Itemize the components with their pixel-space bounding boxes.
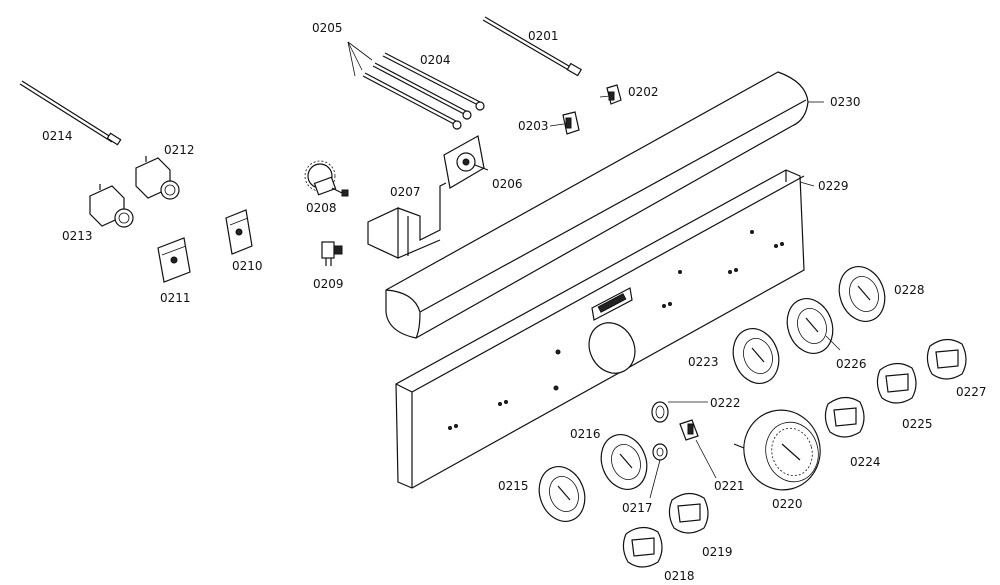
part-0201-rod bbox=[482, 16, 583, 77]
label-0223: 0223 bbox=[688, 355, 719, 369]
label-0202: 0202 bbox=[628, 85, 659, 99]
label-0206: 0206 bbox=[492, 177, 523, 191]
label-0204: 0204 bbox=[420, 53, 451, 67]
part-0218-pointer-knob bbox=[622, 526, 663, 568]
part-0213-valve bbox=[89, 184, 134, 228]
part-0208-rotary-switch bbox=[304, 160, 349, 197]
label-0216: 0216 bbox=[570, 427, 601, 441]
label-0213: 0213 bbox=[62, 229, 93, 243]
part-0223-knob bbox=[732, 328, 780, 384]
part-0227-pointer-knob bbox=[926, 338, 967, 380]
part-0212-valve bbox=[135, 156, 180, 200]
part-0206-switch bbox=[443, 135, 489, 189]
part-0203-clip bbox=[562, 111, 580, 135]
label-0222: 0222 bbox=[710, 396, 741, 410]
label-0201: 0201 bbox=[528, 29, 559, 43]
part-0219-pointer-knob bbox=[668, 492, 709, 534]
label-0217: 0217 bbox=[622, 501, 653, 515]
part-0224-pointer-knob bbox=[824, 396, 865, 438]
label-0227: 0227 bbox=[956, 385, 987, 399]
part-0209-switch bbox=[321, 241, 343, 266]
leader-lines bbox=[549, 95, 841, 499]
part-0202-clip bbox=[606, 84, 622, 105]
label-0215: 0215 bbox=[498, 479, 529, 493]
label-0211: 0211 bbox=[160, 291, 191, 305]
label-0229: 0229 bbox=[818, 179, 849, 193]
label-0220: 0220 bbox=[772, 497, 803, 511]
part-0204-0205-rods bbox=[347, 41, 485, 130]
part-0217-bushing bbox=[652, 443, 668, 461]
part-0229-control-panel bbox=[395, 169, 805, 489]
label-0212: 0212 bbox=[164, 143, 195, 157]
part-0225-pointer-knob bbox=[876, 362, 917, 404]
label-0203: 0203 bbox=[518, 119, 549, 133]
part-0216-knob bbox=[600, 434, 648, 490]
label-0221: 0221 bbox=[714, 479, 745, 493]
label-0230: 0230 bbox=[830, 95, 861, 109]
label-0219: 0219 bbox=[702, 545, 733, 559]
part-labels: 0201 0202 0203 0204 0205 0206 0207 0208 … bbox=[42, 21, 987, 583]
part-0210-plate bbox=[225, 209, 253, 255]
label-0205: 0205 bbox=[312, 21, 343, 35]
label-0210: 0210 bbox=[232, 259, 263, 273]
part-0220-clock bbox=[733, 409, 821, 491]
part-0221-spindle bbox=[679, 419, 699, 441]
part-0207-bracket bbox=[367, 182, 447, 259]
part-0211-plate bbox=[157, 237, 191, 283]
label-0228: 0228 bbox=[894, 283, 925, 297]
part-0215-knob bbox=[538, 466, 586, 522]
label-0224: 0224 bbox=[850, 455, 881, 469]
label-0208: 0208 bbox=[306, 201, 337, 215]
part-0226-knob bbox=[786, 298, 834, 354]
label-0207: 0207 bbox=[390, 185, 421, 199]
part-0222-ring bbox=[651, 401, 669, 423]
label-0226: 0226 bbox=[836, 357, 867, 371]
part-0214-rod bbox=[19, 80, 122, 146]
label-0209: 0209 bbox=[313, 277, 344, 291]
part-0228-knob bbox=[838, 266, 886, 322]
label-0214: 0214 bbox=[42, 129, 73, 143]
label-0218: 0218 bbox=[664, 569, 695, 583]
part-0230-trim bbox=[385, 71, 809, 339]
label-0225: 0225 bbox=[902, 417, 933, 431]
